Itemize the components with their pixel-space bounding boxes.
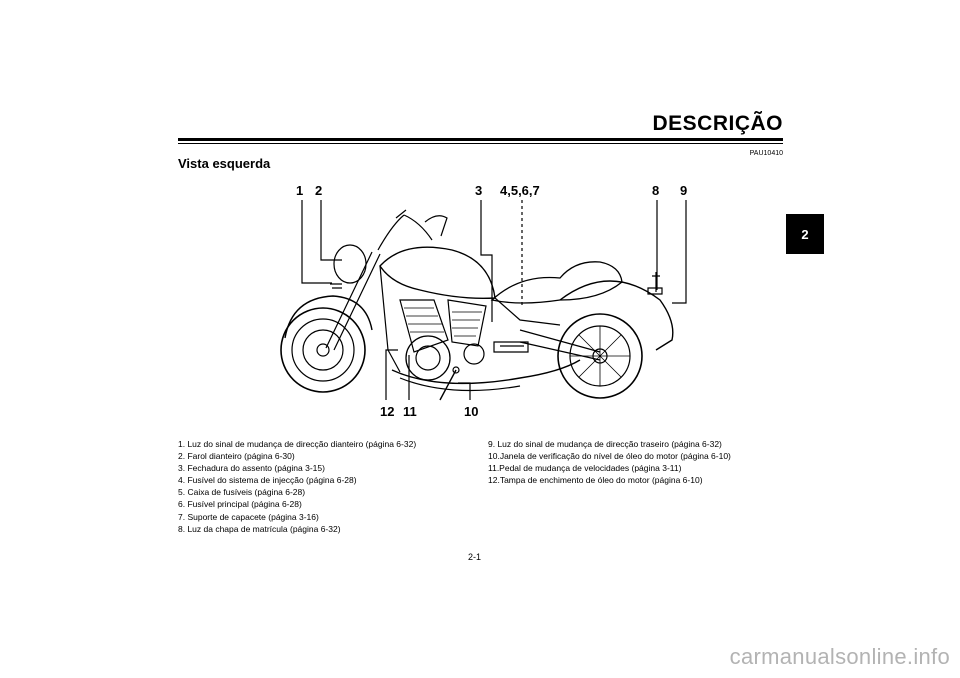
- callout-4-5-6-7: 4,5,6,7: [500, 183, 540, 198]
- list-item: 3. Fechadura do assento (página 3-15): [178, 463, 325, 474]
- callout-1: 1: [296, 183, 304, 198]
- engine-crankcase: [405, 335, 451, 381]
- callout-10: 10: [464, 404, 479, 419]
- list-item: 6. Fusível principal (página 6-28): [178, 499, 302, 510]
- oil-check-window: [463, 343, 485, 365]
- parts-list-right: 9. Luz do sinal de mudança de direcção t…: [488, 438, 731, 486]
- front-rim: [291, 318, 355, 382]
- engine-crank-cover: [415, 345, 441, 371]
- list-item: 10.Janela de verificação do nível de óle…: [488, 451, 731, 462]
- callout-2: 2: [315, 183, 323, 198]
- leader-line-10: [458, 382, 471, 400]
- license-plate-light: [652, 272, 660, 292]
- list-item: 12.Tampa de enchimento de óleo do motor …: [488, 475, 703, 486]
- parts-list-left: 1. Luz do sinal de mudança de direcção d…: [178, 438, 416, 535]
- front-fork: [325, 251, 381, 351]
- engine-fins: [404, 307, 482, 337]
- title-rule-thin: [178, 143, 783, 144]
- list-item: 11.Pedal de mudança de velocidades (pági…: [488, 463, 682, 474]
- exhaust-pipe: [391, 359, 581, 385]
- list-item: 1. Luz do sinal de mudança de direcção d…: [178, 439, 417, 449]
- motorcycle-left-side-illustration: [280, 200, 687, 401]
- seat: [490, 261, 623, 304]
- callout-9: 9: [680, 183, 688, 198]
- callout-12: 12: [380, 404, 395, 419]
- rear-turn-signal: [647, 287, 663, 295]
- engine-cylinders: [399, 299, 487, 353]
- section-subtitle: Vista esquerda: [178, 156, 271, 171]
- exhaust-lower: [399, 377, 521, 392]
- leader-line-1: [301, 200, 332, 284]
- footboard: [493, 341, 529, 353]
- leader-line-9: [672, 200, 687, 304]
- list-item: 8. Luz da chapa de matrícula (página 6-3…: [178, 523, 341, 534]
- front-disc: [302, 329, 344, 371]
- callout-3: 3: [475, 183, 483, 198]
- leader-line-2: [320, 200, 342, 261]
- list-item: 5. Caixa de fusíveis (página 6-28): [178, 487, 306, 498]
- rear-fender: [559, 280, 674, 351]
- front-turn-signal: [330, 283, 342, 289]
- leader-line-12: [385, 349, 398, 400]
- handlebar: [377, 209, 448, 251]
- list-item: 2. Farol dianteiro (página 6-30): [178, 451, 295, 462]
- callout-8: 8: [652, 183, 660, 198]
- page-title: DESCRIÇÃO: [652, 112, 783, 135]
- rear-tire: [557, 313, 643, 399]
- headlight: [333, 244, 367, 284]
- shift-pedal-pivot: [452, 366, 460, 374]
- watermark: carmanualsonline.info: [729, 644, 950, 669]
- shift-pedal: [439, 369, 457, 401]
- page-number: 2-1: [468, 552, 482, 562]
- frame: [379, 265, 561, 373]
- front-fender: [284, 295, 373, 339]
- list-item: 9. Luz do sinal de mudança de direcção t…: [488, 439, 722, 449]
- front-tire: [280, 307, 366, 393]
- document-code: PAU10410: [749, 150, 783, 157]
- list-item: 4. Fusível do sistema de injecção (págin…: [178, 475, 357, 486]
- callout-11: 11: [403, 404, 417, 419]
- title-rule-thick: [178, 138, 783, 141]
- leader-line-3: [480, 200, 493, 322]
- list-item: 7. Suporte de capacete (página 3-16): [178, 511, 319, 522]
- front-hub: [316, 343, 330, 357]
- chapter-tab: 2: [786, 214, 824, 254]
- rear-spokes: [570, 326, 630, 386]
- fuel-tank: [379, 246, 496, 299]
